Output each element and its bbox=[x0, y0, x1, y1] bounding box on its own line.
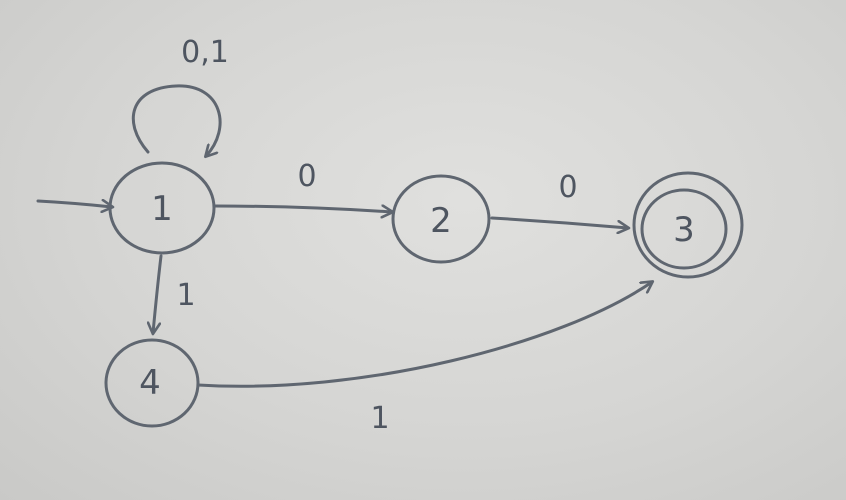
edge-4-to-3 bbox=[196, 282, 652, 388]
state-3: 3 bbox=[632, 171, 744, 279]
edge-2-to-3 bbox=[490, 216, 628, 228]
edge-1-to-2-label: 0 bbox=[297, 159, 316, 194]
edge-2-to-3-label: 0 bbox=[558, 170, 577, 205]
self-loop-1 bbox=[131, 84, 222, 156]
edge-1-to-2 bbox=[213, 206, 392, 212]
start-arrow bbox=[36, 201, 112, 207]
edge-4-to-3-label: 1 bbox=[370, 401, 389, 436]
state-4: 4 bbox=[104, 338, 200, 428]
edge-1-to-4 bbox=[153, 254, 163, 333]
state-2: 2 bbox=[391, 174, 491, 264]
edge-1-to-4-label: 1 bbox=[176, 278, 195, 313]
self-loop-1-label: 0,1 bbox=[181, 35, 229, 70]
state-1: 1 bbox=[108, 161, 216, 255]
state-2-label: 2 bbox=[430, 201, 452, 241]
state-4-label: 4 bbox=[139, 363, 161, 403]
state-3-label: 3 bbox=[673, 210, 695, 250]
state-1-label: 1 bbox=[151, 189, 173, 229]
